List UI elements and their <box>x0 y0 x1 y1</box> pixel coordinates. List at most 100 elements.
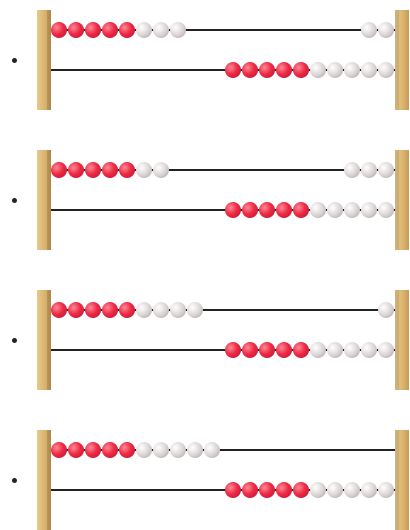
white-bead <box>327 482 343 498</box>
red-bead <box>102 442 118 458</box>
red-bead <box>225 482 241 498</box>
white-bead <box>136 442 152 458</box>
white-bead <box>153 302 169 318</box>
white-bead <box>361 482 377 498</box>
red-bead <box>51 302 67 318</box>
bottom-wire <box>51 489 395 491</box>
red-bead <box>68 22 84 38</box>
white-bead <box>170 442 186 458</box>
white-bead <box>136 302 152 318</box>
white-bead <box>170 22 186 38</box>
red-bead <box>102 22 118 38</box>
red-bead <box>225 342 241 358</box>
red-bead <box>276 482 292 498</box>
abacus-frame-left <box>37 150 51 250</box>
white-bead <box>204 442 220 458</box>
white-bead <box>344 342 360 358</box>
red-bead <box>225 62 241 78</box>
red-bead <box>276 62 292 78</box>
white-bead <box>327 62 343 78</box>
abacus-frame-left <box>37 10 51 110</box>
red-bead <box>68 442 84 458</box>
white-bead <box>153 162 169 178</box>
white-bead <box>361 342 377 358</box>
red-bead <box>85 22 101 38</box>
red-bead <box>85 302 101 318</box>
white-bead <box>187 302 203 318</box>
red-bead <box>276 342 292 358</box>
abacus-frame-right <box>395 290 409 390</box>
white-bead <box>378 342 394 358</box>
red-bead <box>276 202 292 218</box>
red-bead <box>85 442 101 458</box>
red-bead <box>102 162 118 178</box>
top-wire <box>51 169 395 171</box>
white-bead <box>136 162 152 178</box>
red-bead <box>259 342 275 358</box>
white-bead <box>153 442 169 458</box>
white-bead <box>378 302 394 318</box>
red-bead <box>242 342 258 358</box>
red-bead <box>293 62 309 78</box>
white-bead <box>327 342 343 358</box>
white-bead <box>136 22 152 38</box>
red-bead <box>51 22 67 38</box>
red-bead <box>68 302 84 318</box>
red-bead <box>119 442 135 458</box>
abacus-frame-right <box>395 430 409 530</box>
bottom-wire <box>51 209 395 211</box>
white-bead <box>361 62 377 78</box>
white-bead <box>310 482 326 498</box>
red-bead <box>293 342 309 358</box>
option-bullet <box>12 478 17 483</box>
white-bead <box>378 62 394 78</box>
red-bead <box>225 202 241 218</box>
white-bead <box>310 62 326 78</box>
top-wire <box>51 29 395 31</box>
white-bead <box>361 202 377 218</box>
red-bead <box>51 162 67 178</box>
bottom-wire <box>51 349 395 351</box>
white-bead <box>344 162 360 178</box>
white-bead <box>153 22 169 38</box>
option-bullet <box>12 198 17 203</box>
white-bead <box>170 302 186 318</box>
white-bead <box>361 162 377 178</box>
red-bead <box>293 482 309 498</box>
abacus-frame-left <box>37 290 51 390</box>
red-bead <box>119 162 135 178</box>
red-bead <box>259 62 275 78</box>
white-bead <box>187 442 203 458</box>
option-bullet <box>12 58 17 63</box>
red-bead <box>242 62 258 78</box>
white-bead <box>378 482 394 498</box>
red-bead <box>85 162 101 178</box>
top-wire <box>51 449 395 451</box>
white-bead <box>344 482 360 498</box>
white-bead <box>344 62 360 78</box>
red-bead <box>259 202 275 218</box>
red-bead <box>68 162 84 178</box>
red-bead <box>119 302 135 318</box>
white-bead <box>378 22 394 38</box>
bottom-wire <box>51 69 395 71</box>
red-bead <box>293 202 309 218</box>
red-bead <box>119 22 135 38</box>
red-bead <box>242 202 258 218</box>
white-bead <box>310 342 326 358</box>
white-bead <box>327 202 343 218</box>
red-bead <box>242 482 258 498</box>
white-bead <box>310 202 326 218</box>
white-bead <box>361 22 377 38</box>
red-bead <box>102 302 118 318</box>
red-bead <box>259 482 275 498</box>
abacus-frame-left <box>37 430 51 530</box>
abacus-frame-right <box>395 150 409 250</box>
top-wire <box>51 309 395 311</box>
white-bead <box>378 202 394 218</box>
